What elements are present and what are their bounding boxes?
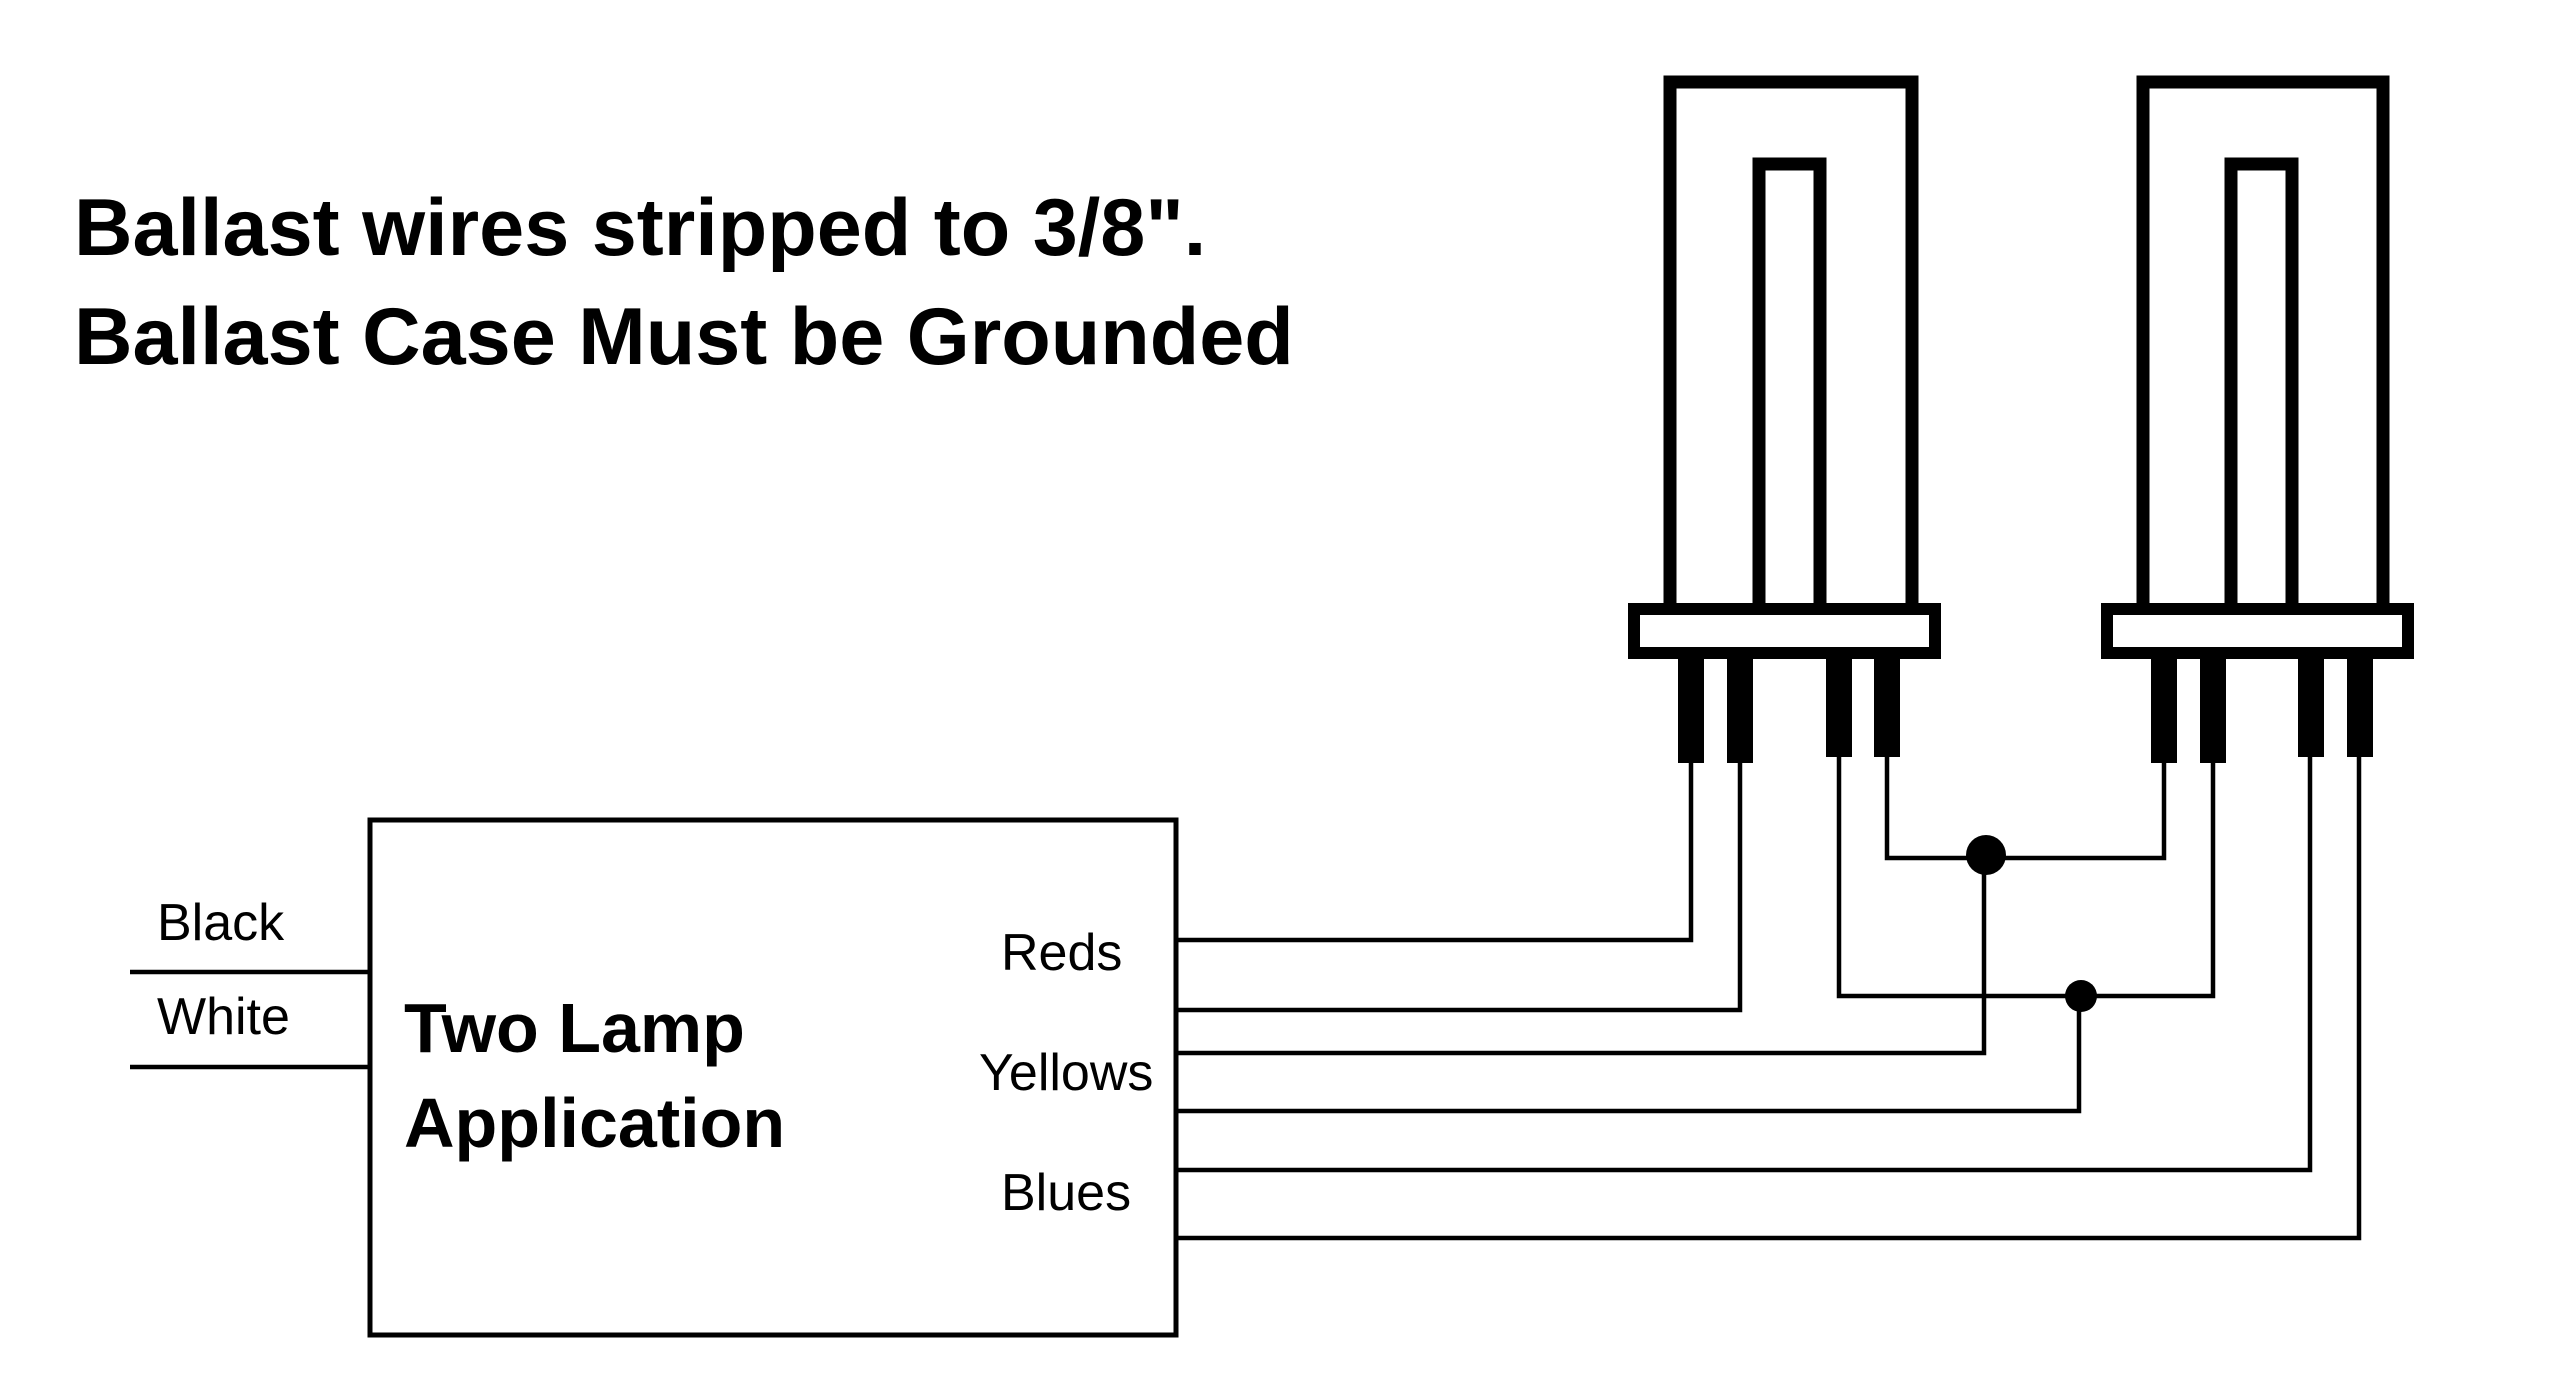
lamp-1-tube [1663,75,1919,607]
blue-wire-2 [1176,757,2362,1241]
lamp-2-pin-4 [2347,659,2373,757]
lamp-1 [1628,75,1941,763]
lamp-1-pin-4 [1874,659,1900,757]
lamp-2-pin-3 [2298,659,2324,757]
lamp-2-pin-1 [2151,659,2177,763]
ballast-label-line1: Two Lamp [404,989,745,1067]
jumper-wire-lower [1836,757,2216,999]
input-label-white: White [157,988,290,1046]
note-case-grounded: Ballast Case Must be Grounded [74,292,1294,382]
lamp-1-base [1628,603,1941,659]
output-label-reds: Reds [1001,924,1122,982]
blue-wire-1 [1176,757,2313,1173]
junction-dot-lower [2065,980,2097,1012]
lamp-1-pin-2 [1727,659,1753,763]
lamp-1-pin-3 [1826,659,1852,757]
lamp-2 [2101,75,2414,763]
lamp-2-tube [2136,75,2390,607]
lamp-1-pin-1 [1678,659,1704,763]
junction-dot-upper [1966,835,2006,875]
yellow-wire-2 [1176,996,2082,1114]
input-label-black: Black [157,894,285,952]
lamp-2-base [2101,603,2414,659]
red-wire-2 [1176,763,1743,1013]
note-wire-strip: Ballast wires stripped to 3/8". [74,183,1206,273]
output-label-yellows: Yellows [979,1044,1153,1102]
yellow-wire-1 [1176,855,1987,1056]
lamp-2-pin-2 [2200,659,2226,763]
output-label-blues: Blues [1001,1164,1131,1222]
red-wire-1 [1176,763,1694,943]
ballast-label-line2: Application [404,1084,785,1162]
ballast-box [367,817,1179,1338]
jumper-wire-upper [1884,757,2167,861]
